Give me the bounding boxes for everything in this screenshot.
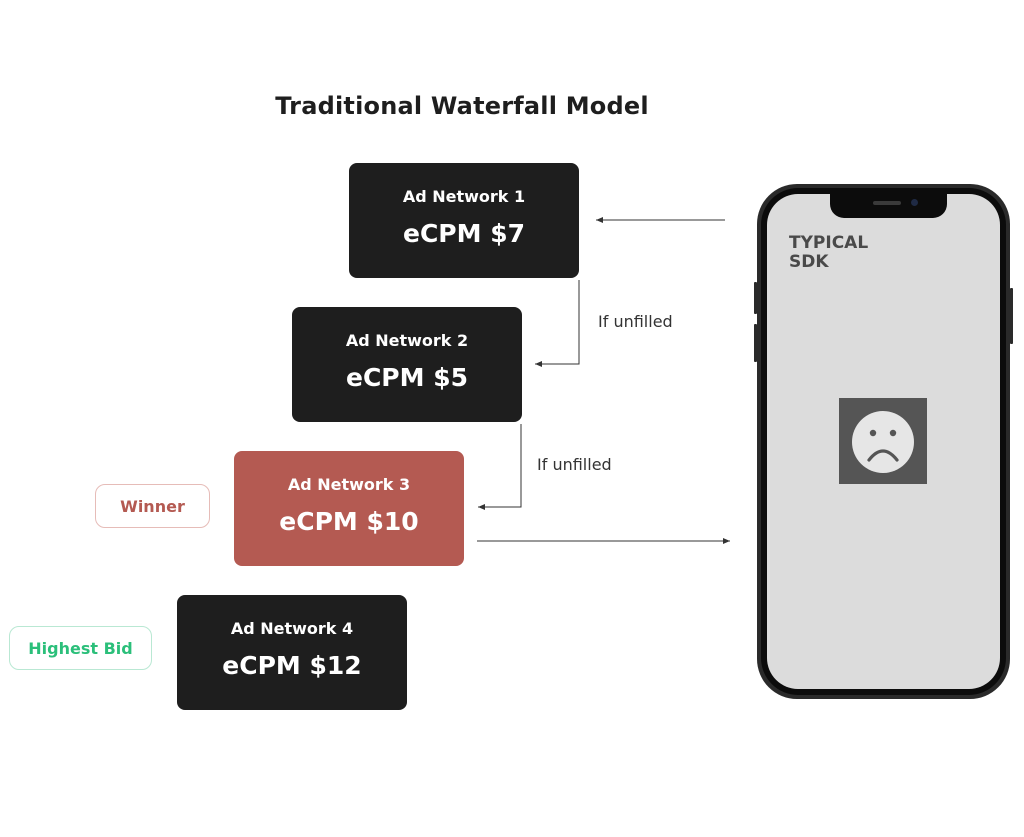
ad-network-3-ecpm: eCPM $10 bbox=[279, 507, 419, 536]
ad-network-4-card: Ad Network 4 eCPM $12 bbox=[177, 595, 407, 710]
phone-notch bbox=[830, 194, 947, 218]
sad-face-icon bbox=[852, 411, 914, 473]
fallback-arrow-2 bbox=[478, 424, 522, 510]
fallback-arrow-1 bbox=[535, 280, 580, 367]
ad-network-3-name: Ad Network 3 bbox=[287, 475, 411, 494]
phone-screen: TYPICAL SDK bbox=[767, 194, 1000, 689]
camera-icon bbox=[911, 199, 918, 206]
diagram-title: Traditional Waterfall Model bbox=[275, 92, 649, 120]
typical-sdk-label: TYPICAL SDK bbox=[789, 233, 869, 272]
phone-bezel: TYPICAL SDK bbox=[761, 188, 1006, 695]
ad-network-4-ecpm: eCPM $12 bbox=[222, 651, 362, 680]
ad-network-2-ecpm: eCPM $5 bbox=[346, 363, 468, 392]
winner-tag: Winner bbox=[95, 484, 210, 528]
ad-network-1-ecpm: eCPM $7 bbox=[403, 219, 525, 248]
ad-network-2-name: Ad Network 2 bbox=[345, 331, 469, 350]
ad-network-3-card: Ad Network 3 eCPM $10 bbox=[234, 451, 464, 566]
phone-mockup: TYPICAL SDK bbox=[754, 184, 1013, 699]
speaker-icon bbox=[873, 201, 901, 205]
phone-side-button bbox=[1010, 288, 1013, 344]
ad-network-1-name: Ad Network 1 bbox=[402, 187, 526, 206]
if-unfilled-note-2: If unfilled bbox=[537, 455, 612, 474]
if-unfilled-note-1: If unfilled bbox=[598, 312, 673, 331]
ad-network-4-name: Ad Network 4 bbox=[230, 619, 354, 638]
phone-side-button bbox=[754, 324, 757, 362]
highest-bid-tag: Highest Bid bbox=[9, 626, 152, 670]
ad-placeholder bbox=[839, 398, 927, 484]
ad-network-2-card: Ad Network 2 eCPM $5 bbox=[292, 307, 522, 422]
phone-side-button bbox=[754, 282, 757, 314]
ad-network-1-card: Ad Network 1 eCPM $7 bbox=[349, 163, 579, 278]
